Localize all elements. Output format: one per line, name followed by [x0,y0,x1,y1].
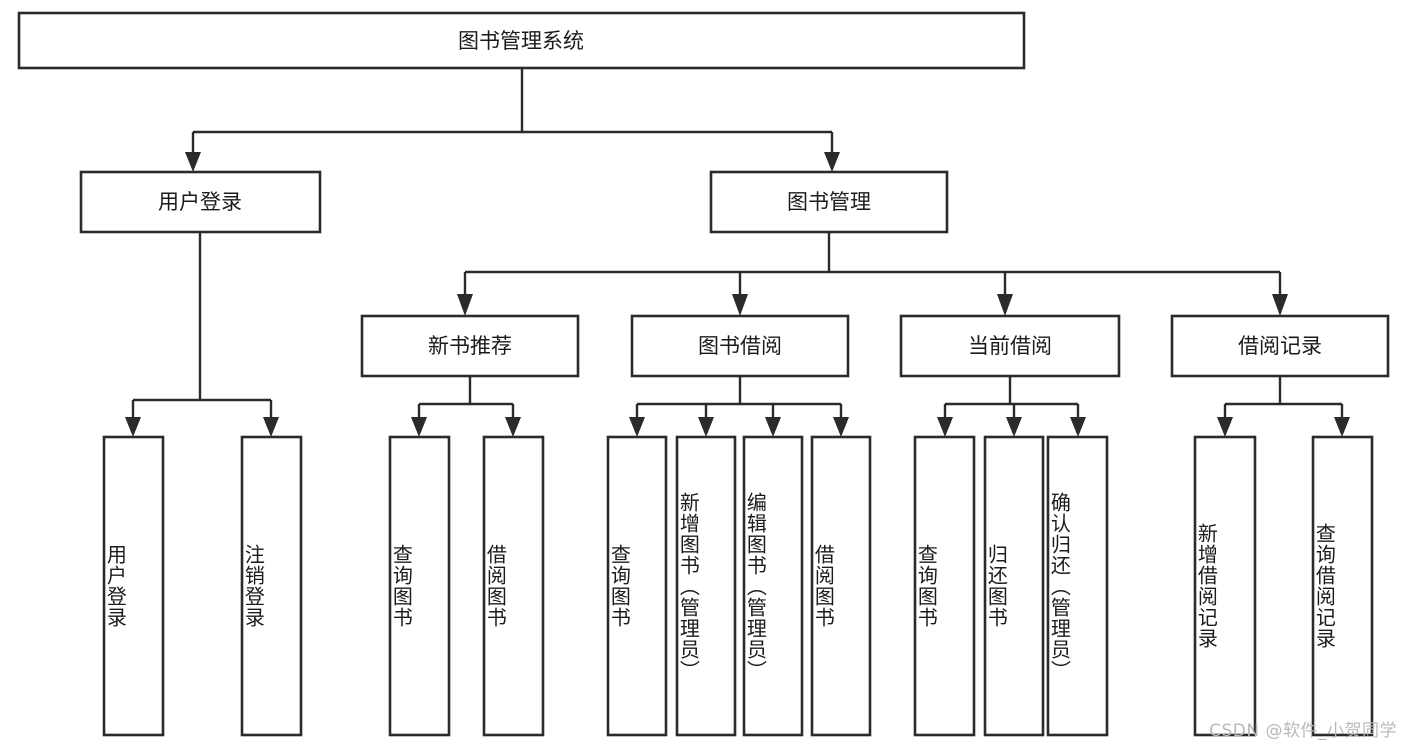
node-current-borrow-box[interactable] [899,314,1121,378]
arrow-to-borrow-book-2-icon [833,417,849,437]
arrow-to-add-book-icon [698,417,714,437]
leaf-add-book[interactable]: 新增图书（管理员） [675,435,737,737]
leaf-edit-book[interactable]: 编辑图书（管理员） [742,435,804,737]
leaf-user-logout[interactable]: 注销登录 [240,435,303,737]
arrow-to-add-record-icon [1217,417,1233,437]
leaf-return-book-box[interactable] [983,435,1045,737]
node-borrow-record-box[interactable] [1170,314,1390,378]
leaf-query-book-3-label: 查询图书 [914,544,939,628]
leaf-user-logout-box[interactable] [240,435,303,737]
arrow-to-borrow-record-icon [1272,294,1288,316]
leaf-borrow-book-1[interactable]: 借阅图书 [482,435,545,737]
leaf-query-book-3[interactable]: 查询图书 [913,435,976,737]
node-user-login[interactable]: 用户登录 [79,170,322,234]
arrow-to-leaf-user-login-icon [125,417,141,437]
node-book-manage-label: 图书管理 [787,190,871,214]
leaf-add-book-label: 新增图书（管理员） [676,491,701,681]
leaf-edit-book-label: 编辑图书（管理员） [743,491,768,681]
leaf-add-book-box[interactable] [675,435,737,737]
leaf-user-login-label: 用户登录 [103,544,128,628]
arrow-to-query-record-icon [1334,417,1350,437]
leaf-query-book-1-label: 查询图书 [389,544,414,628]
leaf-confirm-return[interactable]: 确认归还（管理员） [1046,435,1109,737]
node-borrow-record[interactable]: 借阅记录 [1170,314,1390,378]
node-root[interactable]: 图书管理系统 [17,11,1026,70]
node-root-box[interactable] [17,11,1026,70]
leaf-query-book-3-box[interactable] [913,435,976,737]
leaf-borrow-book-2[interactable]: 借阅图书 [810,435,872,737]
arrow-to-user-login-icon [185,152,201,172]
arrow-to-current-borrow-icon [997,294,1013,316]
leaf-borrow-book-2-label: 借阅图书 [811,544,836,628]
arrow-to-book-borrow-icon [732,294,748,316]
node-current-borrow[interactable]: 当前借阅 [899,314,1121,378]
leaf-query-book-2[interactable]: 查询图书 [606,435,668,737]
leaf-user-logout-label: 注销登录 [241,544,266,628]
node-root-label: 图书管理系统 [458,29,584,53]
node-borrow-record-label: 借阅记录 [1238,334,1322,358]
leaf-edit-book-box[interactable] [742,435,804,737]
arrow-to-query-book-2-icon [629,417,645,437]
arrow-to-edit-book-icon [765,417,781,437]
leaf-add-record-box[interactable] [1193,435,1257,737]
leaf-user-login[interactable]: 用户登录 [102,435,165,737]
leaf-borrow-book-1-box[interactable] [482,435,545,737]
leaf-query-record[interactable]: 查询借阅记录 [1311,435,1374,737]
leaf-query-record-label: 查询借阅记录 [1312,523,1337,649]
arrow-to-book-manage-icon [824,152,840,172]
leaf-confirm-return-label: 确认归还（管理员） [1047,491,1072,681]
arrow-to-return-book-icon [1006,417,1022,437]
node-book-borrow-label: 图书借阅 [698,334,782,358]
arrow-to-query-book-3-icon [937,417,953,437]
leaf-query-record-box[interactable] [1311,435,1374,737]
node-user-login-label: 用户登录 [158,190,242,214]
node-new-book-rec-label: 新书推荐 [428,334,512,358]
node-book-borrow[interactable]: 图书借阅 [630,314,850,378]
arrow-to-query-book-1-icon [411,417,427,437]
csdn-watermark: CSDN @软件_小贺同学 [1209,721,1397,741]
leaf-borrow-book-1-label: 借阅图书 [483,544,508,628]
leaf-query-book-2-label: 查询图书 [607,544,632,628]
leaf-query-book-1-box[interactable] [388,435,451,737]
connector-layer [125,68,1350,437]
leaf-confirm-return-box[interactable] [1046,435,1109,737]
arrow-to-borrow-book-1-icon [505,417,521,437]
node-user-login-box[interactable] [79,170,322,234]
node-new-book-rec-box[interactable] [360,314,580,378]
leaf-return-book-label: 归还图书 [984,544,1009,628]
leaf-borrow-book-2-box[interactable] [810,435,872,737]
node-book-borrow-box[interactable] [630,314,850,378]
node-book-manage-box[interactable] [709,170,949,234]
arrow-to-leaf-user-logout-icon [263,417,279,437]
arrow-to-confirm-return-icon [1070,417,1086,437]
node-current-borrow-label: 当前借阅 [968,334,1052,358]
node-new-book-rec[interactable]: 新书推荐 [360,314,580,378]
arrow-to-new-book-rec-icon [457,294,473,316]
leaf-query-book-1[interactable]: 查询图书 [388,435,451,737]
leaf-return-book[interactable]: 归还图书 [983,435,1045,737]
leaf-user-login-box[interactable] [102,435,165,737]
leaf-query-book-2-box[interactable] [606,435,668,737]
leaf-add-record[interactable]: 新增借阅记录 [1193,435,1257,737]
node-book-manage[interactable]: 图书管理 [709,170,949,234]
leaf-add-record-label: 新增借阅记录 [1194,523,1219,649]
